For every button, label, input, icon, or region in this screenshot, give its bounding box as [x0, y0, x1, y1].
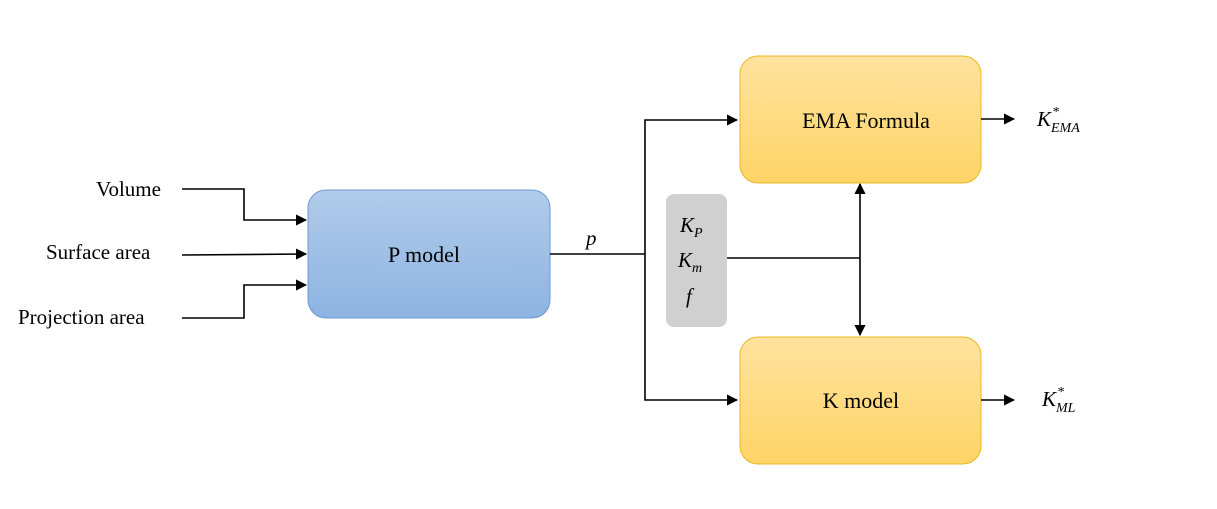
param-box — [666, 194, 727, 327]
output-k-ml-sup: * — [1057, 385, 1064, 400]
output-k-ema-base: K — [1036, 107, 1052, 131]
param-km-sub: m — [692, 261, 702, 276]
param-kp-base: K — [679, 213, 695, 237]
wire-p-to-ema — [644, 114, 739, 254]
output-k-ml: K * ML — [1041, 385, 1076, 416]
k-model-label: K model — [823, 388, 899, 413]
input-label-volume: Volume — [96, 177, 161, 201]
param-kp: KP — [679, 213, 703, 241]
output-k-ema-sup: * — [1052, 105, 1059, 120]
wire-volume-to-p-model — [182, 188, 308, 226]
p-signal-label: p — [584, 226, 597, 250]
output-k-ml-base: K — [1041, 387, 1057, 411]
wire-projection-area-to-p-model — [182, 279, 308, 319]
ema-formula-label: EMA Formula — [802, 108, 930, 133]
p-model-label: P model — [388, 242, 460, 267]
output-k-ema: K * EMA — [1036, 105, 1080, 136]
input-label-projection-area: Projection area — [18, 305, 145, 329]
param-km: Km — [677, 248, 702, 276]
wire-surface-area-to-p-model — [181, 248, 308, 260]
wire-p-to-k-model — [644, 254, 739, 406]
param-kp-sub: P — [693, 226, 703, 241]
param-km-base: K — [677, 248, 693, 272]
output-k-ml-sub: ML — [1055, 401, 1076, 416]
input-label-surface-area: Surface area — [46, 240, 151, 264]
output-k-ema-sub: EMA — [1050, 121, 1080, 136]
param-f: f — [686, 284, 695, 308]
